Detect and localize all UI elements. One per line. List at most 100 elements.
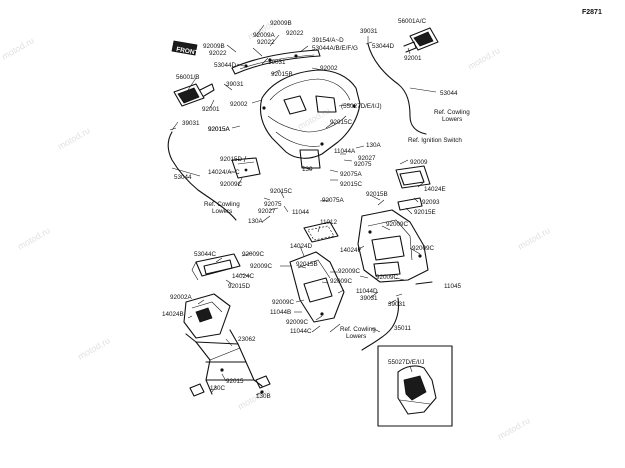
- label-92022: 92022: [286, 30, 304, 37]
- label-92022: 92022: [209, 50, 227, 57]
- label-92093: 92093: [422, 199, 440, 206]
- label-55027-inset: 55027D/E/I/J: [388, 359, 424, 366]
- front-badge: FRONT: [171, 40, 199, 57]
- label-14024b: 14024B: [162, 311, 184, 318]
- label-14024a: 14024/A~C: [208, 169, 240, 176]
- label-ref-cowling-lowers: Lowers: [212, 208, 232, 215]
- label-ref-cowling-lowers: Ref. Cowling: [204, 201, 240, 208]
- right-panel-14024e: [395, 165, 431, 189]
- leader-lines: [171, 24, 437, 396]
- label-92027: 92027: [258, 208, 276, 215]
- label-92009a: 92009A: [253, 32, 276, 39]
- label-55027: (55027D/E/I/J): [341, 103, 382, 110]
- label-92015a: 92015A: [208, 126, 231, 133]
- label-ref-cowling-lowers: Ref. Cowling: [340, 326, 376, 333]
- label-11012: 11012: [320, 219, 338, 226]
- label-53044d: 53044D: [372, 43, 395, 50]
- label-92022: 92022: [257, 39, 275, 46]
- label-92009c: 92009C: [386, 221, 409, 228]
- label-92015b: 92015B: [366, 191, 388, 198]
- label-92002a: 92002A: [170, 294, 193, 301]
- label-130b: 130B: [256, 393, 271, 400]
- watermark: motod.ru: [76, 335, 112, 361]
- label-130c: 130C: [210, 385, 226, 392]
- front-badge-text: FRONT: [176, 46, 199, 57]
- label-92015e: 92015E: [414, 209, 436, 216]
- label-92015d: 92015D: [220, 156, 243, 163]
- label-53044c: 53044C: [194, 251, 217, 258]
- label-92015b: 92015B: [271, 71, 293, 78]
- label-23062: 23062: [238, 336, 256, 343]
- label-92009b-left: 92009B: [203, 43, 225, 50]
- label-39031: 39031: [268, 59, 286, 66]
- label-39031: 39031: [388, 301, 406, 308]
- inset-box: [377, 345, 453, 427]
- label-92009c: 92009C: [242, 251, 265, 258]
- label-130a: 130A: [248, 218, 264, 225]
- label-39031: 39031: [226, 81, 244, 88]
- label-92009c: 92009C: [286, 319, 309, 326]
- label-ref-cowling-lowers: Lowers: [442, 116, 462, 123]
- label-92075: 92075: [354, 161, 372, 168]
- label-92009c: 92009C: [412, 245, 435, 252]
- figure-code: F2871: [582, 9, 602, 16]
- label-92009: 92009: [410, 159, 428, 166]
- label-11044: 11044: [292, 209, 310, 216]
- label-92075a: 92075A: [322, 197, 345, 204]
- label-53044: 53044: [440, 90, 458, 97]
- watermark: motod.ru: [16, 225, 52, 251]
- label-92002: 92002: [320, 65, 338, 72]
- label-56001b: 56001/B: [176, 74, 199, 81]
- label-35011: 35011: [394, 325, 412, 332]
- part-labels: 92009B 92009B 92009A 92022 92022 92022 3…: [162, 18, 470, 400]
- label-56001ac: 56001A/C: [398, 18, 426, 25]
- label-92009c: 92009C: [220, 181, 243, 188]
- label-39154: 39154/A~D: [312, 37, 344, 44]
- mirror-right: [403, 27, 439, 53]
- label-39031: 39031: [360, 295, 378, 302]
- label-53044: 53044: [174, 174, 192, 181]
- windshield-trim: [231, 49, 321, 75]
- upper-cowling: [259, 69, 361, 169]
- label-11044a: 11044A: [334, 148, 356, 155]
- label-92009c: 92009C: [338, 268, 361, 275]
- center-inner-panel: [289, 251, 345, 323]
- label-92015b: 92015B: [296, 261, 318, 268]
- watermark: motod.ru: [496, 415, 532, 441]
- label-92015c: 92015C: [330, 119, 353, 126]
- label-39031: 39031: [182, 120, 200, 127]
- label-ref-cowling-lowers: Ref. Cowling: [434, 109, 470, 116]
- label-11044d: 11044D: [356, 288, 378, 295]
- watermark: motod.ru: [516, 225, 552, 251]
- label-92009c: 92009C: [330, 278, 353, 285]
- link-11045: [415, 281, 433, 285]
- label-92009c: 92009C: [250, 263, 273, 270]
- label-11044b: 11044B: [270, 309, 291, 316]
- label-14024f: 14024F: [340, 247, 362, 254]
- label-130a: 130A: [366, 142, 382, 149]
- label-92027: 92027: [358, 155, 376, 162]
- left-lower-duct: [183, 293, 231, 339]
- label-92015: 92015: [226, 378, 244, 385]
- label-92015c: 92015C: [270, 188, 293, 195]
- label-ref-ignition-switch: Ref. Ignition Switch: [408, 137, 462, 144]
- label-11044c: 11044C: [290, 328, 312, 335]
- label-92015a-left: 92015A: [208, 126, 231, 133]
- left-inner-panel: [191, 253, 241, 281]
- label-92001: 92001: [202, 106, 220, 113]
- label-14024e: 14024E: [424, 186, 446, 193]
- label-92075: 92075: [264, 201, 282, 208]
- label-92075a: 92075A: [340, 171, 363, 178]
- label-53044ag: 53044A/B/E/F/G: [312, 45, 358, 52]
- label-14024c: 14024C: [232, 273, 255, 280]
- label-14024d: 14024D: [290, 243, 313, 250]
- right-inner-panel: [357, 209, 429, 283]
- label-39031: 39031: [360, 28, 378, 35]
- label-53044d: 53044D: [214, 62, 237, 69]
- label-92009c: 92009C: [376, 274, 399, 281]
- mirror-left: [173, 83, 215, 107]
- label-92009c: 92009C: [272, 299, 295, 306]
- label-92009b: 92009B: [270, 20, 292, 27]
- label-130: 130: [302, 166, 313, 173]
- stay-frame: [185, 329, 271, 397]
